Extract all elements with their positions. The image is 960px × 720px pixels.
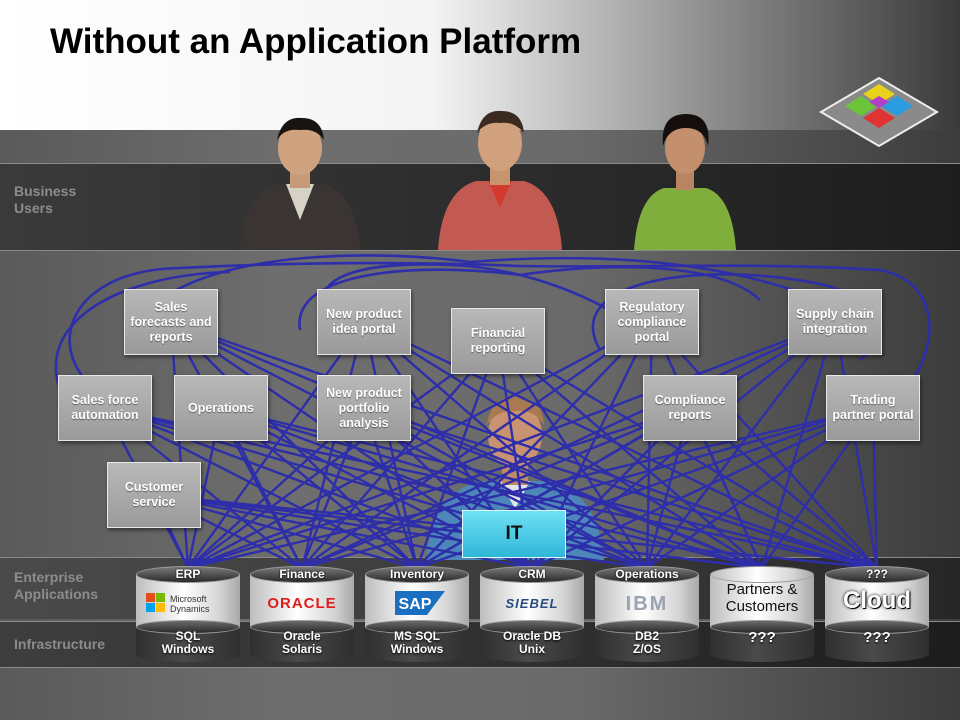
business-users-label: Business Users xyxy=(14,183,77,216)
system-erp[interactable]: ERP Microsoft Dynamics SQL Windows xyxy=(136,566,240,662)
system-category: Finance xyxy=(279,567,325,581)
svg-text:ORACLE: ORACLE xyxy=(267,595,336,612)
infrastructure-text: ??? xyxy=(748,629,776,646)
cloud-label: Cloud xyxy=(843,587,911,614)
infrastructure-text: Oracle Solaris xyxy=(281,629,323,656)
wire-23 xyxy=(416,321,653,569)
wire-63 xyxy=(187,406,874,570)
infrastructure-text: MS SQL Windows xyxy=(390,629,444,656)
system-category: ??? xyxy=(866,567,888,581)
wire-33 xyxy=(760,321,837,569)
wire-18 xyxy=(496,340,649,569)
svg-text:SAP: SAP xyxy=(399,596,432,613)
oracle-logo: ORACLE xyxy=(250,588,354,618)
ibm-logo: IBM xyxy=(595,588,699,618)
wire-66 xyxy=(531,406,874,570)
wire-54 xyxy=(363,406,763,570)
wire-75 xyxy=(153,493,763,570)
platform-logo xyxy=(819,76,939,148)
wire-25 xyxy=(645,321,654,569)
app-sales-force-automation[interactable]: Sales force automation xyxy=(58,375,152,441)
system-cloud[interactable]: ??? Cloud ??? xyxy=(825,566,929,662)
app-financial-reporting[interactable]: Financial reporting xyxy=(451,308,545,374)
wire-11 xyxy=(363,321,648,569)
wire-53 xyxy=(363,406,648,570)
infrastructure-label: Infrastructure xyxy=(14,636,106,652)
wire-28 xyxy=(187,320,836,570)
system-operations[interactable]: Operations IBM DB2 Z/OS xyxy=(595,566,699,662)
infrastructure-text: ??? xyxy=(863,629,891,646)
app-supply-chain-integration[interactable]: Supply chain integration xyxy=(788,289,882,355)
wire-5 xyxy=(170,320,763,570)
wire-20 xyxy=(497,339,878,570)
svg-text:SIEBEL: SIEBEL xyxy=(506,596,559,611)
infrastructure-text: Oracle DB Unix xyxy=(502,629,562,656)
wire-47 xyxy=(220,406,763,570)
app-customer-service[interactable]: Customer service xyxy=(107,462,201,528)
wire-6 xyxy=(170,320,878,570)
app-sales-forecasts[interactable]: Sales forecasts and reports xyxy=(124,289,218,355)
siebel-logo: SIEBEL xyxy=(480,588,584,618)
infrastructure-text: SQL Windows xyxy=(161,629,215,656)
system-crm[interactable]: CRM SIEBEL Oracle DB Unix xyxy=(480,566,584,662)
svg-text:Microsoft: Microsoft xyxy=(170,594,207,604)
wire-34 xyxy=(833,321,879,569)
app-new-product-portfolio-analysis[interactable]: New product portfolio analysis xyxy=(317,375,411,441)
system-category: Operations xyxy=(615,567,679,581)
wire-29 xyxy=(301,320,836,570)
svg-text:IBM: IBM xyxy=(626,593,669,615)
app-compliance-reports[interactable]: Compliance reports xyxy=(643,375,737,441)
header-background xyxy=(0,0,960,130)
svg-text:Dynamics: Dynamics xyxy=(170,604,210,614)
system-inventory[interactable]: Inventory SAP MS SQL Windows xyxy=(365,566,469,662)
it-label-box: IT xyxy=(462,510,566,558)
enterprise-applications-label: Enterprise Applications xyxy=(14,569,99,602)
system-partners-customers[interactable]: Partners & Customers ??? xyxy=(710,566,814,662)
divider xyxy=(0,163,960,164)
wire-loop-78 xyxy=(159,254,821,302)
wire-46 xyxy=(220,406,648,570)
divider xyxy=(0,667,960,668)
slide-title: Without an Application Platform xyxy=(50,22,582,61)
business-user-1 xyxy=(240,117,360,250)
app-regulatory-compliance-portal[interactable]: Regulatory compliance portal xyxy=(605,289,699,355)
divider xyxy=(0,250,960,251)
system-finance[interactable]: Finance ORACLE Oracle Solaris xyxy=(250,566,354,662)
wire-9 xyxy=(362,321,419,569)
system-category: CRM xyxy=(518,567,546,581)
wire-55 xyxy=(363,406,878,570)
wire-loop-79 xyxy=(54,270,231,411)
app-trading-partner-portal[interactable]: Trading partner portal xyxy=(826,375,920,441)
system-category: Inventory xyxy=(389,567,444,581)
infrastructure-text: DB2 Z/OS xyxy=(632,629,661,656)
wire-8 xyxy=(300,321,366,569)
partners-customers-label: Partners & Customers xyxy=(725,581,799,615)
system-category: ERP xyxy=(175,567,201,581)
microsoft-dynamics-logo: Microsoft Dynamics xyxy=(136,588,240,618)
wire-31 xyxy=(531,321,836,569)
wire-56 xyxy=(187,406,691,570)
wire-12 xyxy=(363,320,763,570)
wire-57 xyxy=(301,406,691,570)
business-user-2 xyxy=(438,110,562,250)
business-user-3 xyxy=(634,114,736,250)
wire-loop-77 xyxy=(68,261,931,407)
app-new-product-idea-portal[interactable]: New product idea portal xyxy=(317,289,411,355)
sap-logo: SAP xyxy=(365,588,469,618)
app-operations[interactable]: Operations xyxy=(174,375,268,441)
